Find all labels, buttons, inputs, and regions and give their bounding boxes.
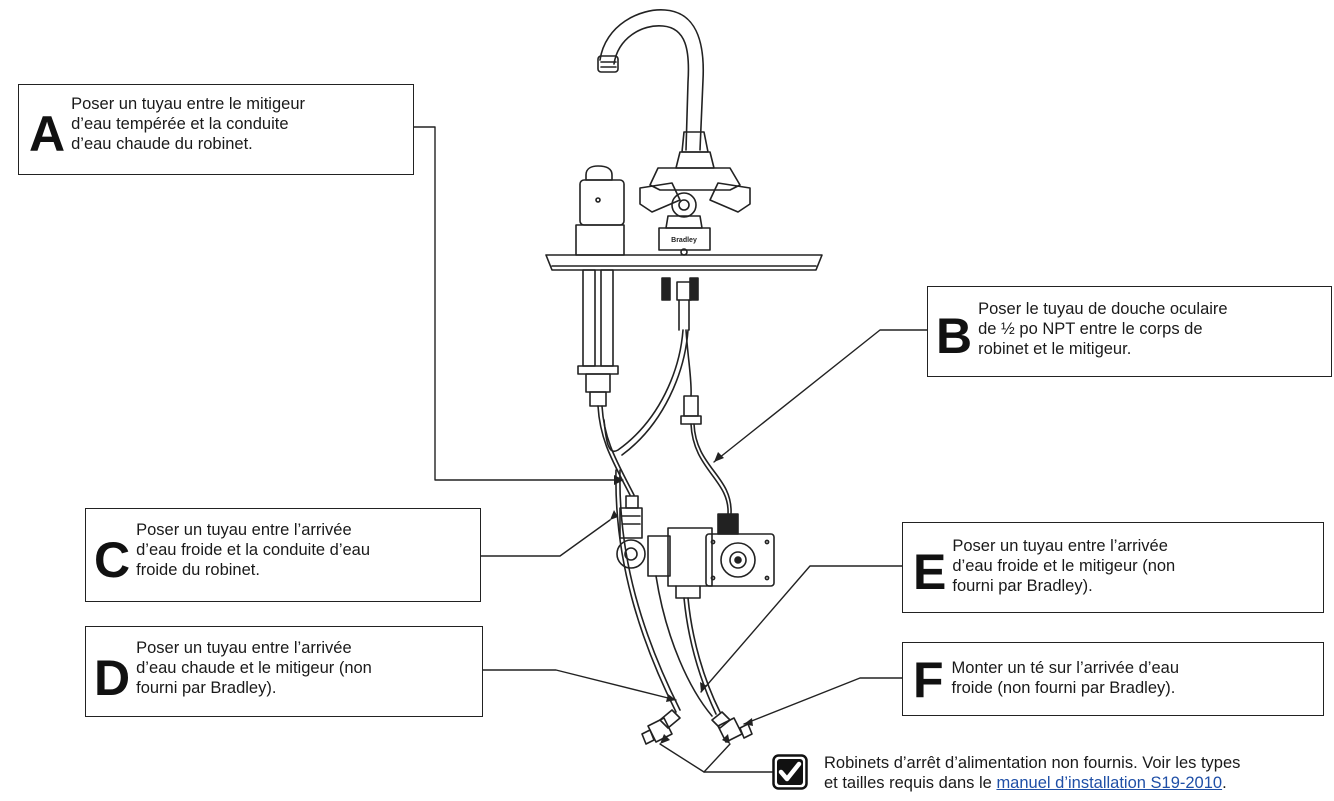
checkmark-icon <box>772 754 808 790</box>
installation-manual-link[interactable]: manuel d’installation S19-2010 <box>996 774 1223 792</box>
callout-b-line-1: Poser le tuyau de douche oculaire <box>978 300 1228 318</box>
callout-a-line-1: Poser un tuyau entre le mitigeur <box>71 95 305 113</box>
note-line-2-suffix: . <box>1222 774 1227 792</box>
faucet-body <box>639 167 751 256</box>
deck-plate <box>545 254 823 271</box>
supply-shanks <box>577 269 702 425</box>
callout-letter-b: B <box>936 308 973 364</box>
callout-letter-f: F <box>913 652 944 708</box>
mixing-valve <box>616 495 775 599</box>
callout-letter-c: C <box>94 532 131 588</box>
faucet-brand-label: Bradley <box>671 237 697 244</box>
callout-d-line-3: fourni par Bradley). <box>136 679 277 697</box>
callout-e-line-1: Poser un tuyau entre l’arrivée <box>952 537 1168 555</box>
callout-a-line-3: d’eau chaude du robinet. <box>71 135 253 153</box>
arrowheads <box>610 452 753 744</box>
callout-e: E Poser un tuyau entre l’arrivée d’eau f… <box>902 522 1324 613</box>
callout-c-line-1: Poser un tuyau entre l’arrivée <box>136 521 352 539</box>
supply-hoses <box>597 329 732 515</box>
callout-c-line-3: froide du robinet. <box>136 561 260 579</box>
eyewash-head <box>575 165 625 256</box>
callout-e-line-3: fourni par Bradley). <box>952 577 1093 595</box>
callout-b-line-2: de ½ po NPT entre le corps de <box>978 320 1203 338</box>
callout-f: F Monter un té sur l’arrivée d’eau froid… <box>902 642 1324 716</box>
callout-b: B Poser le tuyau de douche oculaire de ½… <box>927 286 1332 377</box>
callout-c-line-2: d’eau froide et la conduite d’eau <box>136 541 371 559</box>
note-line-2-prefix: et tailles requis dans le <box>824 774 997 792</box>
callout-b-line-3: robinet et le mitigeur. <box>978 340 1132 358</box>
callout-f-line-2: froide (non fourni par Bradley). <box>951 679 1176 697</box>
callout-letter-e: E <box>913 544 947 600</box>
supply-stop-note: Robinets d’arrêt d’alimentation non four… <box>772 750 1332 798</box>
callout-e-line-2: d’eau froide et le mitigeur (non <box>952 557 1176 575</box>
callout-letter-a: A <box>29 106 66 162</box>
callout-a-line-2: d’eau tempérée et la conduite <box>71 115 289 133</box>
note-line-2: et tailles requis dans le manuel d’insta… <box>824 773 1240 793</box>
callout-c: C Poser un tuyau entre l’arrivée d’eau f… <box>85 508 481 602</box>
lower-hoses <box>615 469 721 717</box>
callout-letter-d: D <box>94 650 131 706</box>
note-line-1: Robinets d’arrêt d’alimentation non four… <box>824 754 1241 772</box>
callout-d: D Poser un tuyau entre l’arrivée d’eau c… <box>85 626 483 717</box>
callout-f-line-1: Monter un té sur l’arrivée d’eau <box>951 659 1179 677</box>
leader-lines <box>412 126 928 773</box>
callout-d-line-2: d’eau chaude et le mitigeur (non <box>136 659 372 677</box>
faucet-spout <box>597 9 715 169</box>
callout-a: A Poser un tuyau entre le mitigeur d’eau… <box>18 84 414 175</box>
supply-stops <box>641 709 753 745</box>
callout-d-line-1: Poser un tuyau entre l’arrivée <box>136 639 352 657</box>
